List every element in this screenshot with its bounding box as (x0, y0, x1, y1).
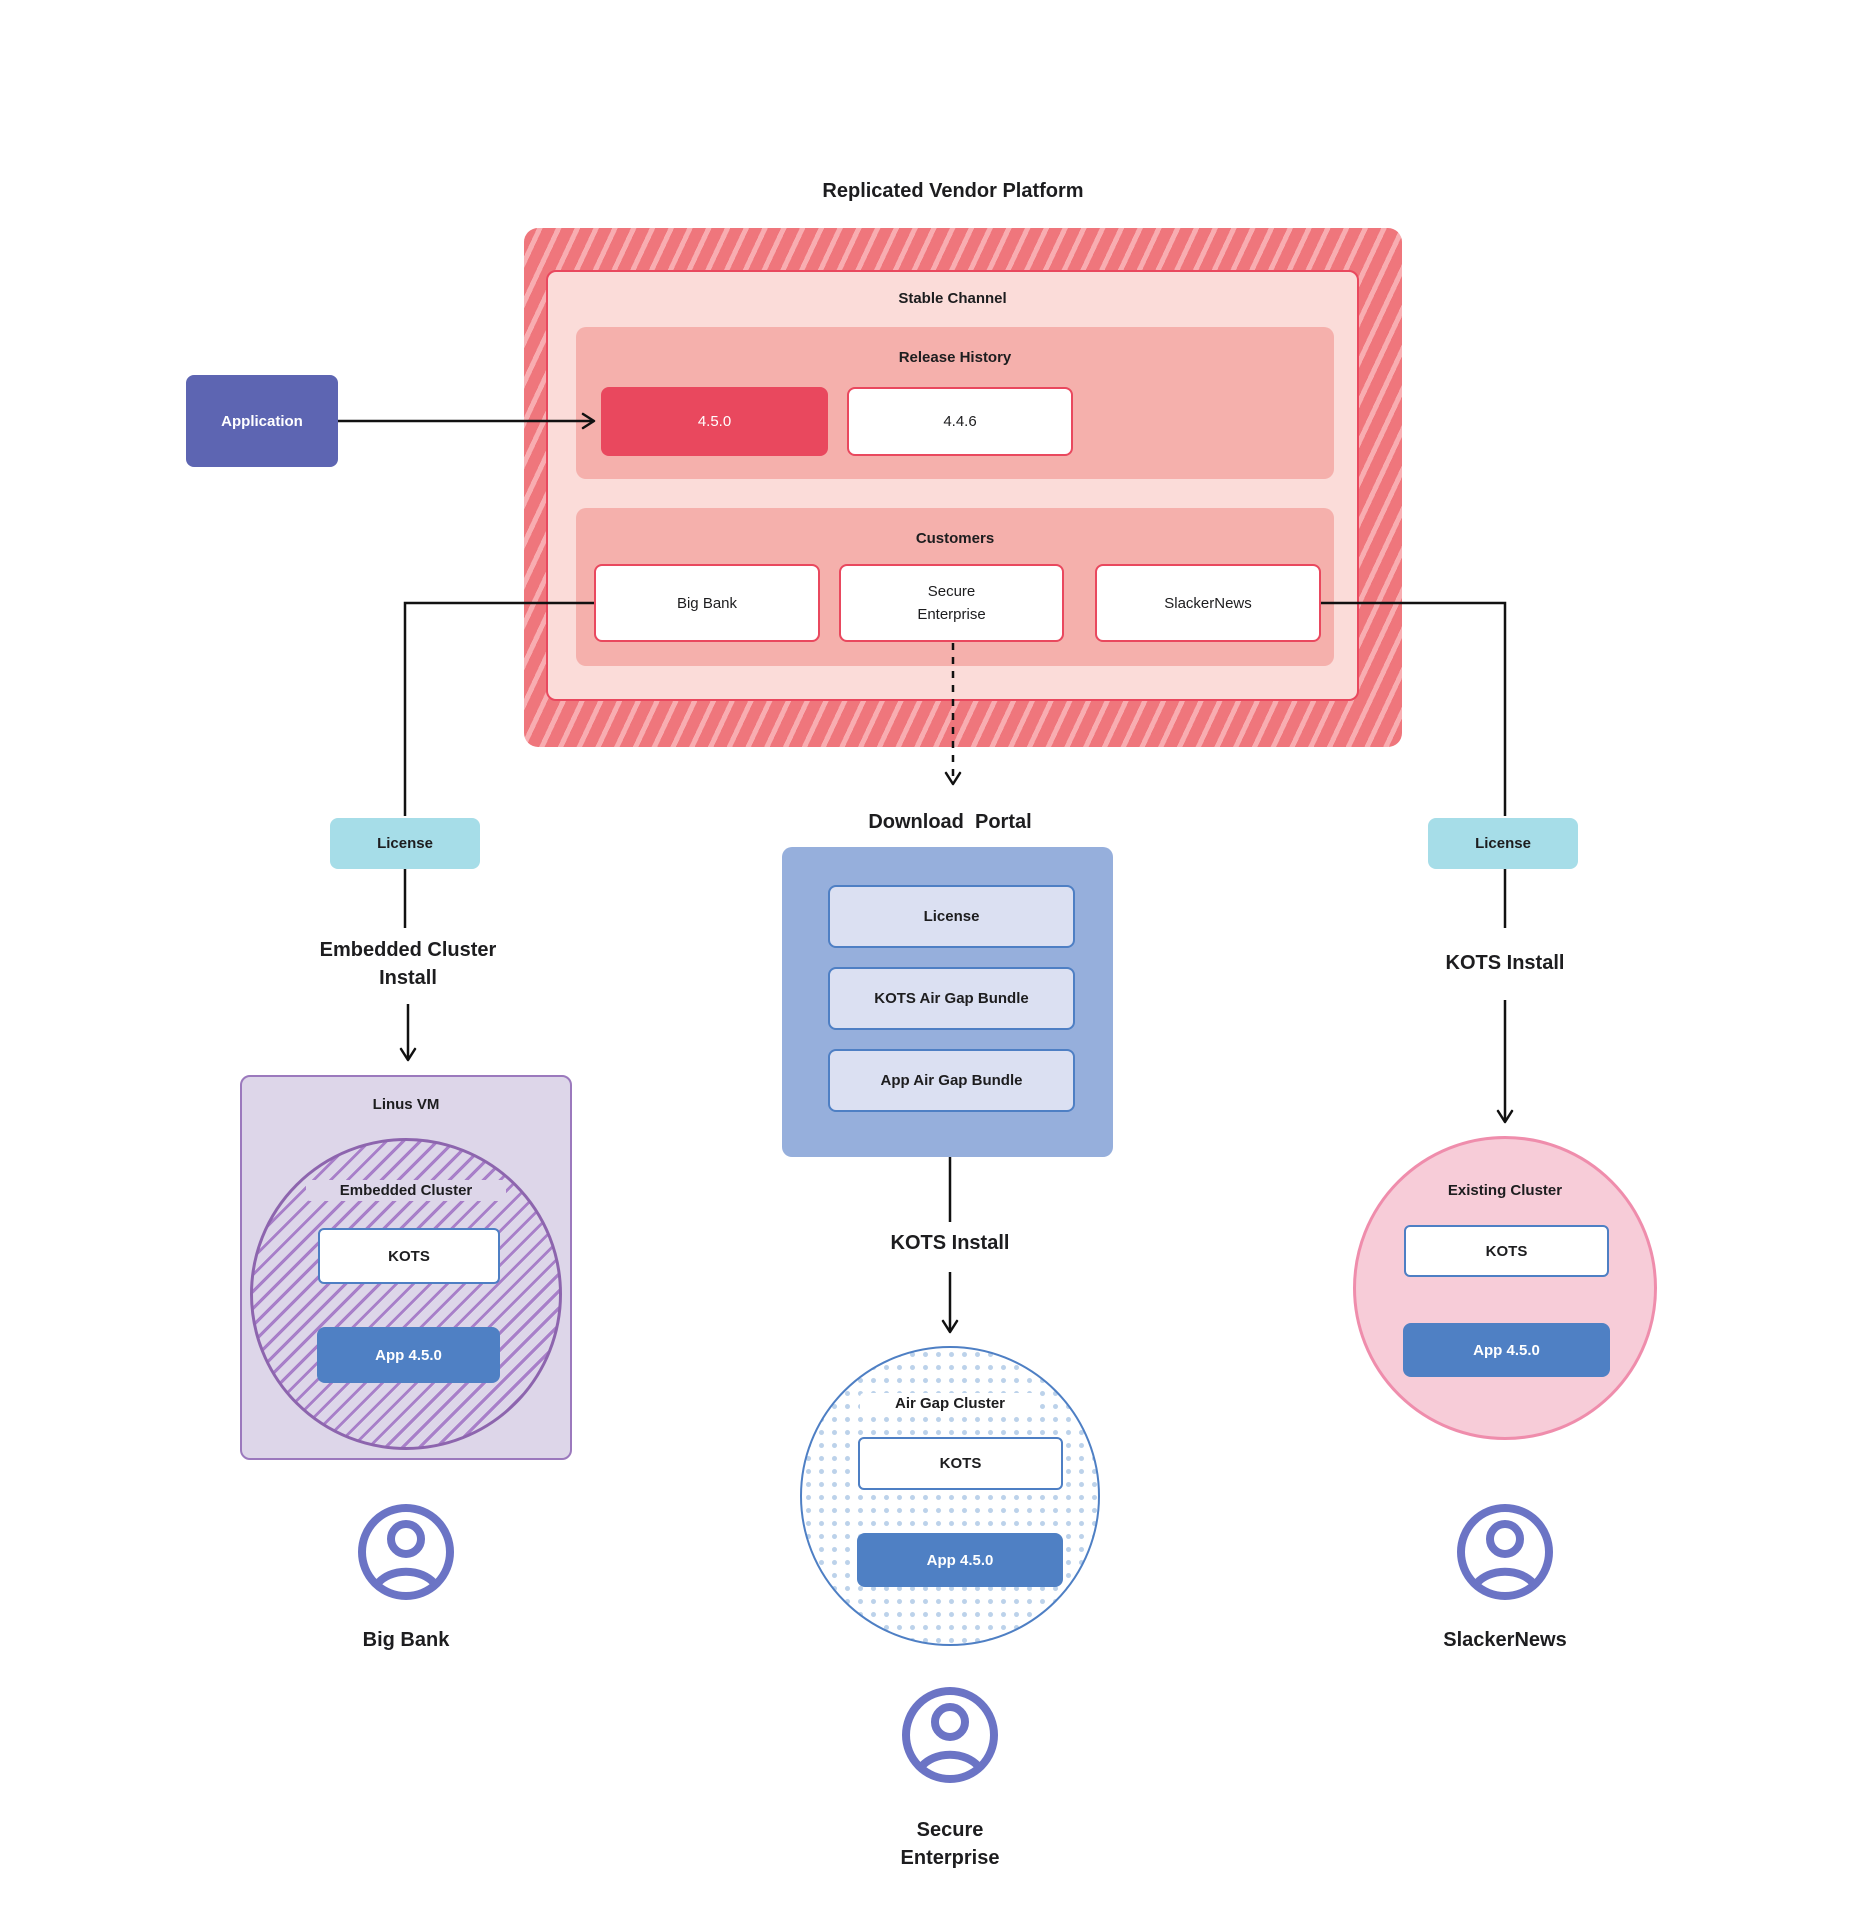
release-4-5-0: 4.5.0 (601, 387, 828, 456)
license-chip-right: License (1428, 818, 1578, 869)
connector-slackernews-to-license (1321, 601, 1507, 816)
application-box: Application (186, 375, 338, 467)
user-icon (358, 1504, 454, 1600)
app-box-mid: App 4.5.0 (857, 1533, 1063, 1587)
kots-box-left: KOTS (318, 1228, 500, 1284)
kots-box-right: KOTS (1404, 1225, 1609, 1277)
linus-vm-label: Linus VM (372, 1096, 440, 1113)
portal-item-app-bundle: App Air Gap Bundle (828, 1049, 1075, 1112)
license-chip-left: License (330, 818, 480, 869)
portal-item-license: License (828, 885, 1075, 948)
release-history-label: Release History (898, 349, 1012, 366)
download-portal-label: Download Portal (868, 811, 1032, 833)
install-label-left: Embedded Cluster Install (319, 939, 497, 989)
customers-label: Customers (915, 530, 995, 547)
user-icon (1457, 1504, 1553, 1600)
install-label-mid: KOTS Install (890, 1232, 1010, 1254)
diagram-title: Replicated Vendor Platform (822, 180, 1084, 202)
portal-item-kots-bundle: KOTS Air Gap Bundle (828, 967, 1075, 1030)
app-box-right: App 4.5.0 (1403, 1323, 1610, 1377)
user-label-slackernews: SlackerNews (1443, 1629, 1567, 1651)
air-gap-cluster-circle (800, 1346, 1100, 1646)
existing-cluster-circle (1353, 1136, 1657, 1440)
existing-cluster-label: Existing Cluster (1447, 1182, 1563, 1199)
customer-big-bank: Big Bank (594, 564, 820, 642)
app-box-left: App 4.5.0 (317, 1327, 500, 1383)
connector-bigbank-to-license (403, 601, 594, 816)
user-icon (902, 1687, 998, 1783)
install-label-right: KOTS Install (1445, 952, 1565, 974)
embedded-cluster-label: Embedded Cluster (306, 1180, 506, 1201)
stable-channel-label: Stable Channel (898, 290, 1007, 307)
release-4-4-6: 4.4.6 (847, 387, 1073, 456)
user-label-big-bank: Big Bank (362, 1629, 450, 1651)
kots-box-mid: KOTS (858, 1437, 1063, 1490)
customer-secure-enterprise: Secure Enterprise (839, 564, 1064, 642)
customer-slackernews: SlackerNews (1095, 564, 1321, 642)
user-label-secure-enterprise: Secure Enterprise (900, 1819, 1000, 1869)
air-gap-cluster-label: Air Gap Cluster (860, 1393, 1040, 1414)
